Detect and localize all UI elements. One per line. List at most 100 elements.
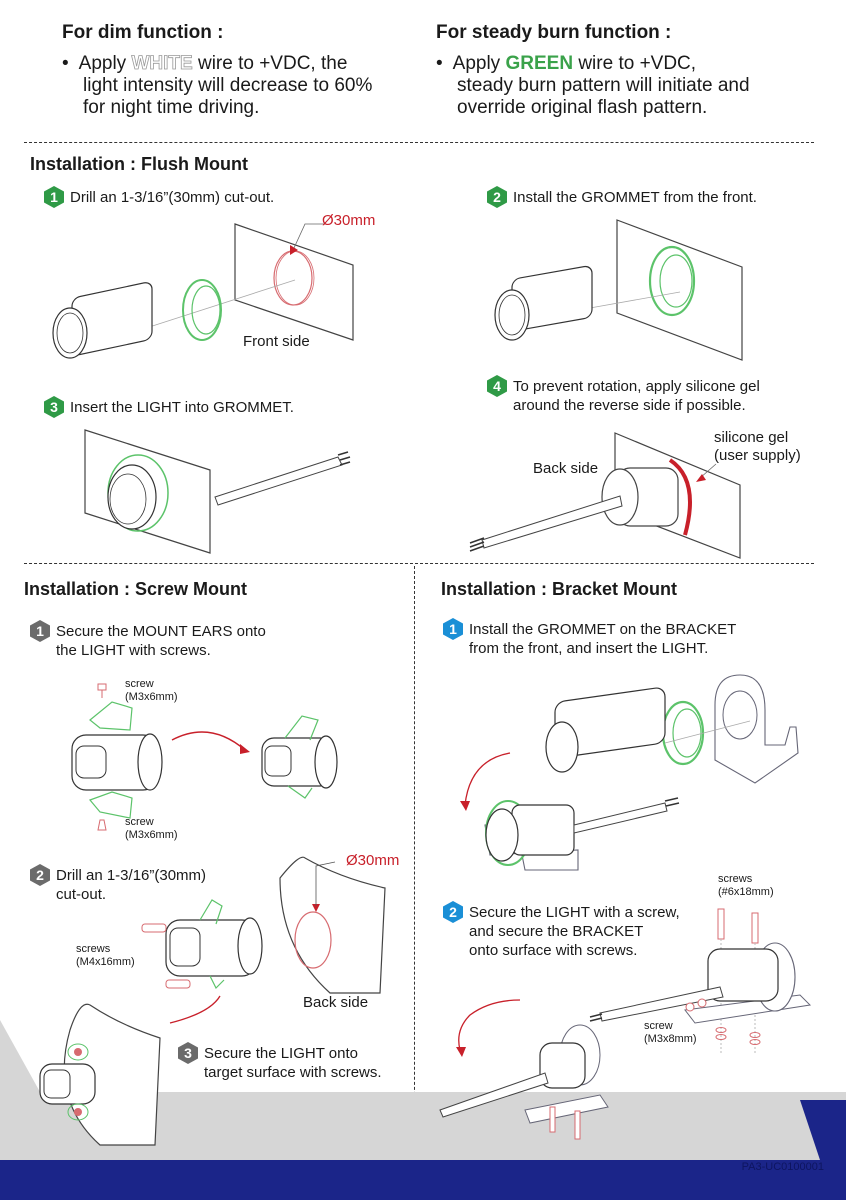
screws-m4-line2: (M4x16mm) [76,956,135,968]
flush-diameter-label: Ø30mm [322,212,376,229]
divider [24,563,814,564]
screws-6x18-line1: screws [718,873,753,885]
screw-step-3-line2: target surface with screws. [204,1064,382,1081]
screw-step-2-line2: cut-out. [56,886,107,903]
screw-m3x8-line2: (M3x8mm) [644,1033,697,1045]
bracket-icon [714,674,799,784]
step-2-badge-icon: 2 [443,901,463,923]
screw-step-2: 2 Drill an 1-3/16”(30mm)cut-out. [30,864,206,904]
flush-step-3-text: Insert the LIGHT into GROMMET. [70,399,294,416]
flush-step-4-text: To prevent rotation, apply silicone gel a… [513,377,760,415]
panel-icon [616,219,743,361]
panel-icon [234,223,354,341]
screw-icon [141,923,167,933]
grommet-icon [648,245,696,317]
light-lens-icon [485,808,519,862]
screw-step-2-diagram [141,856,386,1024]
bracket-step-1-line1: Install the GROMMET on the BRACKET [469,621,737,638]
svg-text:2: 2 [493,189,501,205]
flush-step-4-line1: To prevent rotation, apply silicone gel [513,378,760,395]
screw-top-line2: (M3x6mm) [125,691,178,703]
screw-icon [717,908,725,940]
bracket-step-1-diagram [460,674,799,871]
curved-surface-icon [279,856,386,994]
silicone-gel-label: silicone gel(user supply) [714,429,801,465]
flush-step-1: 1 Drill an 1-3/16”(30mm) cut-out. [44,186,275,208]
step-1-badge-icon: 1 [44,186,64,208]
back-side-label: Back side [533,460,599,477]
screw-diameter-label: Ø30mm [346,852,400,869]
bracket-step-2-diagram [589,908,812,1055]
screws-6x18-line2: (#6x18mm) [718,886,774,898]
screw-mount-title: Installation : Screw Mount [24,579,248,599]
step-1-badge-icon: 1 [443,618,463,640]
screws-m4-label: screws(M4x16mm) [76,943,135,969]
grommet-icon [182,279,222,341]
flush-step-2-diagram [494,219,743,361]
screw-back-side-label: Back side [303,994,369,1011]
bullet: • [436,53,443,74]
dim-text-line2: light intensity will decrease to 60% [83,75,373,96]
flush-step-3-diagram [84,429,351,554]
bracket-step-1: 1 Install the GROMMET on the BRACKET from… [443,618,737,658]
flush-mount-title: Installation : Flush Mount [30,154,248,174]
light-body-icon [707,948,779,1002]
steady-text-line3: override original flash pattern. [457,97,708,118]
arrow-icon [169,995,221,1024]
arrow-icon [458,999,521,1051]
dim-text-post: wire to +VDC, the [192,53,348,74]
bracket-step-2-line2: and secure the BRACKET [469,923,644,940]
steady-function-text: •Apply GREEN wire to +VDC, steady burn p… [436,53,750,119]
grommet-icon [661,700,705,766]
svg-text:1: 1 [50,189,58,205]
screw-bottom-line1: screw [125,816,154,828]
divider [24,142,814,143]
steady-text-line2: steady burn pattern will initiate and [457,75,750,96]
bracket-step-2-line1: Secure the LIGHT with a screw, [469,904,680,921]
dim-function-title: For dim function : [62,22,224,43]
screw-step-2-line1: Drill an 1-3/16”(30mm) [56,867,207,884]
front-side-label: Front side [243,333,310,350]
screw-bottom-line2: (M3x6mm) [125,829,178,841]
svg-text:1: 1 [449,621,457,637]
light-lens-icon [545,721,579,773]
steady-text-post: wire to +VDC, [573,53,697,74]
light-lens-icon [107,464,157,530]
mount-ear-icon [89,701,133,731]
bracket-mount-title: Installation : Bracket Mount [441,579,678,599]
light-lens-icon [494,289,530,341]
bracket-step-1-line2: from the front, and insert the LIGHT. [469,640,709,657]
white-wire-label: WHITE [131,53,193,75]
flush-step-4-diagram [469,432,741,559]
footer-navy-band [0,1160,846,1200]
light-body-icon [39,1063,96,1105]
cable-icon [439,1072,549,1118]
screw-icon [751,912,759,944]
step-3-badge-icon: 3 [44,396,64,418]
mount-ear-icon [88,791,133,819]
bracket-step-2-result-diagram [439,999,609,1140]
cable-icon [214,456,343,506]
screw-step-2-text: Drill an 1-3/16”(30mm) cut-out. [56,866,206,904]
flush-step-4: 4 To prevent rotation, apply silicone ge… [487,375,760,415]
screw-step-1-line1: Secure the MOUNT EARS onto [56,623,266,640]
screw-top-line1: screw [125,678,154,690]
screw-m3x8-label: screw(M3x8mm) [644,1020,697,1046]
step-3-badge-icon: 3 [178,1042,198,1064]
green-wire-label: GREEN [505,53,574,74]
steady-function-title: For steady burn function : [436,22,672,43]
screws-6x18-label: screws(#6x18mm) [718,873,774,899]
flush-step-3: 3 Insert the LIGHT into GROMMET. [44,396,294,418]
screw-step-3-diagram [39,1003,161,1146]
svg-text:2: 2 [449,904,457,920]
flush-step-1-text: Drill an 1-3/16”(30mm) cut-out. [70,189,275,206]
screw-top-label: screw(M3x6mm) [125,678,178,704]
flush-step-4-line2: around the reverse side if possible. [513,397,746,414]
step-4-badge-icon: 4 [487,375,507,397]
cable-icon [573,802,668,834]
dim-text-line3: for night time driving. [83,97,260,118]
